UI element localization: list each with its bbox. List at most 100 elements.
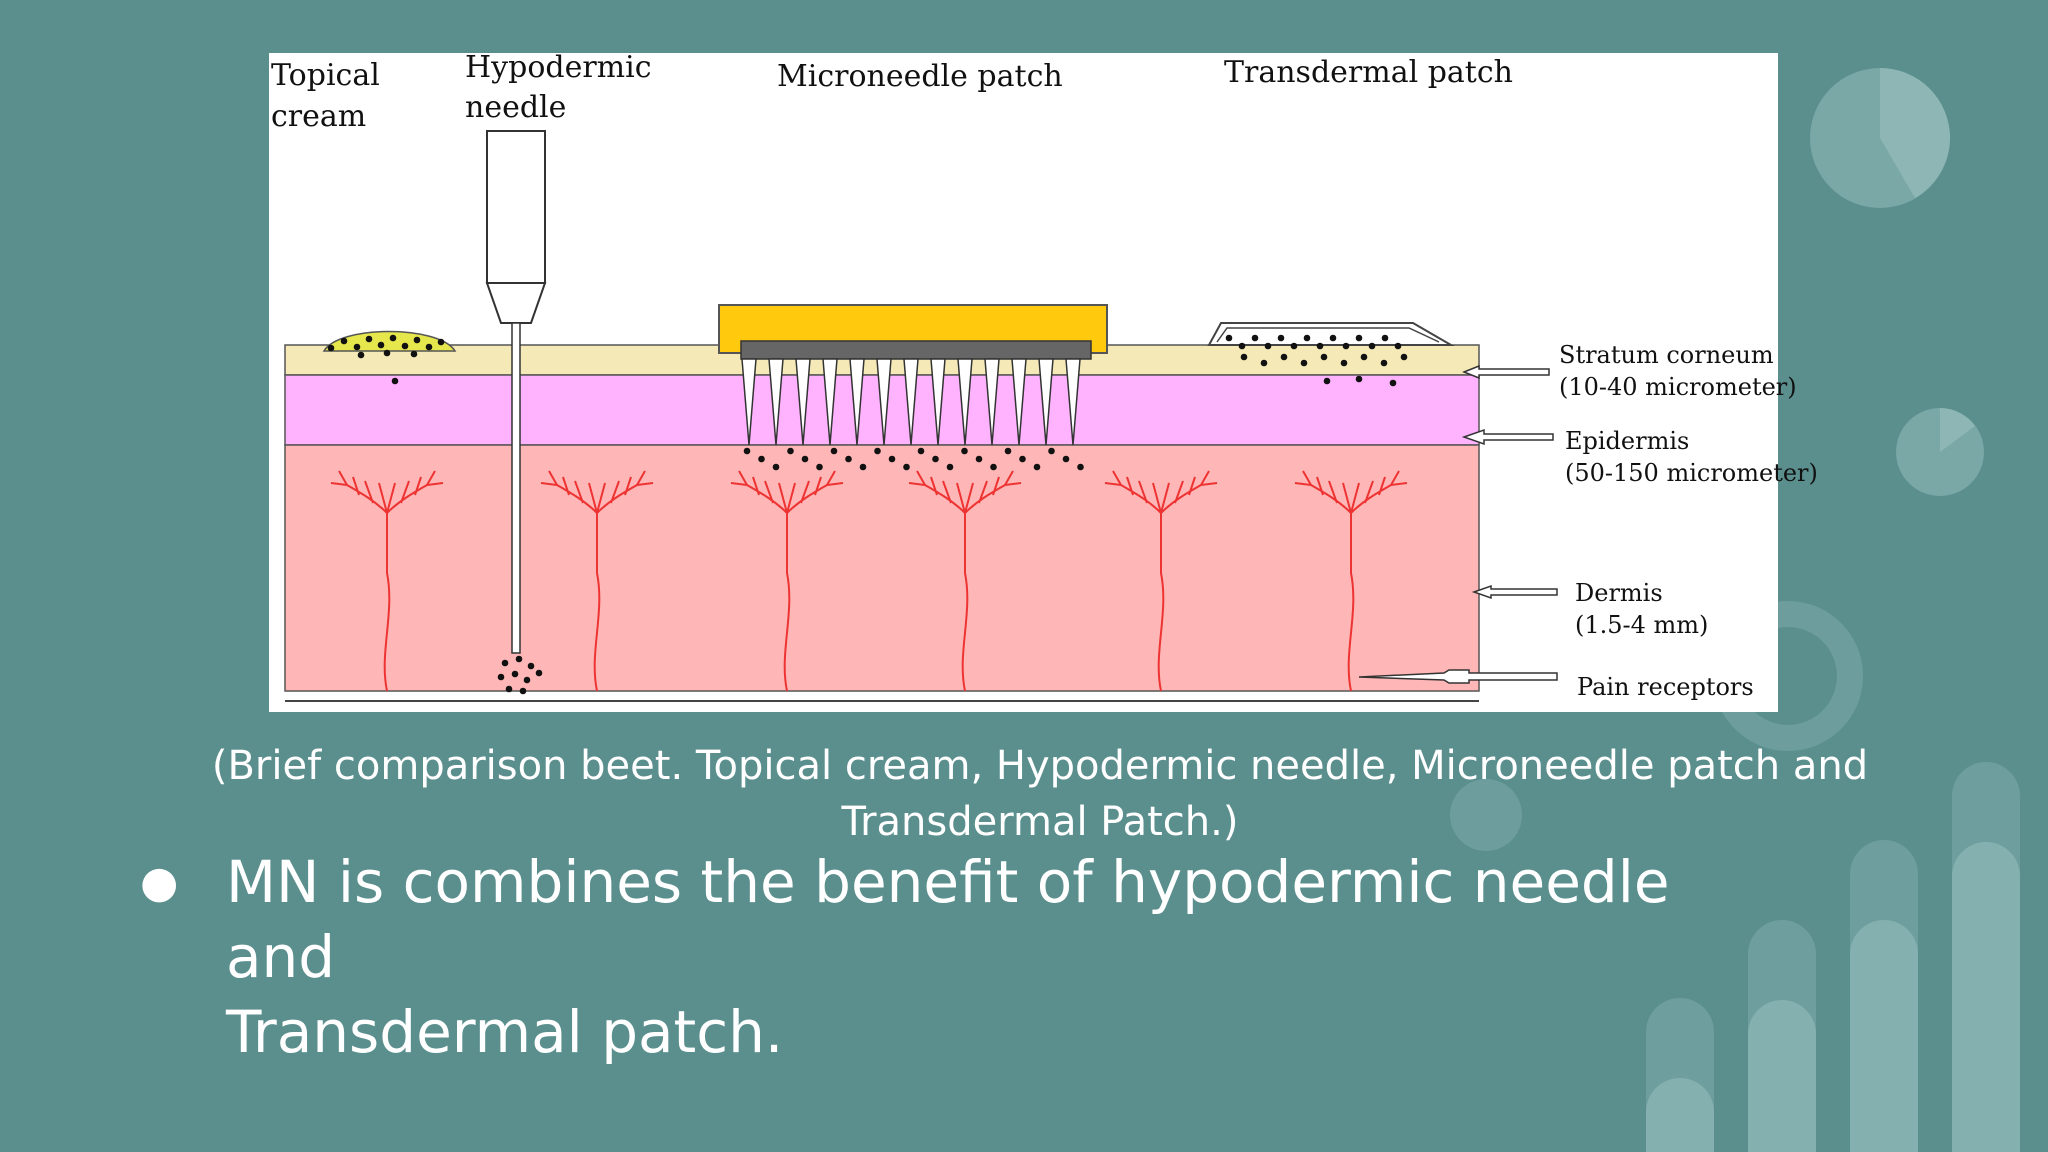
drug-particle xyxy=(391,377,399,385)
drug-particle xyxy=(1240,353,1248,361)
drug-particle xyxy=(1381,334,1389,342)
drug-particle xyxy=(1389,379,1397,387)
drug-particle xyxy=(519,687,527,695)
pointer-arrows xyxy=(1358,364,1558,684)
drug-particle xyxy=(1355,334,1363,342)
pain-receptor xyxy=(1294,470,1408,692)
drug-particle xyxy=(1251,334,1259,342)
drug-particle xyxy=(1048,447,1055,455)
microneedle xyxy=(795,358,811,446)
drug-particle xyxy=(888,455,896,463)
label-topical-cream-line2: cream xyxy=(271,99,366,134)
drug-particle xyxy=(365,335,373,343)
bullet-line-1: MN is combines the benefit of hypodermic… xyxy=(226,848,1670,991)
drug-particle xyxy=(845,455,852,463)
drug-particle xyxy=(425,343,433,351)
drug-particle xyxy=(1077,463,1084,471)
drug-particle xyxy=(511,670,519,678)
label-topical-cream: Topical xyxy=(271,58,380,93)
drug-particle xyxy=(1019,455,1026,463)
label-transdermal-patch: Transdermal patch xyxy=(1224,55,1513,90)
label-stratum-corneum: Stratum corneum xyxy=(1559,341,1774,369)
drug-particle xyxy=(505,685,513,693)
drug-particle xyxy=(535,669,543,677)
pie-decoration-large xyxy=(1810,68,1950,208)
drug-particle xyxy=(389,334,397,342)
drug-particle xyxy=(1380,359,1388,367)
microneedle xyxy=(903,358,919,446)
label-hypodermic-needle: Hypodermic xyxy=(465,50,652,85)
drug-particle xyxy=(1277,334,1285,342)
drug-particle xyxy=(772,463,780,471)
drug-particle xyxy=(874,447,881,455)
drug-particle xyxy=(501,659,509,667)
drug-particle xyxy=(327,344,335,352)
drug-particle xyxy=(758,455,765,463)
drug-particle xyxy=(975,455,983,463)
bullet-line-2: Transdermal patch. xyxy=(226,998,784,1066)
microneedle xyxy=(1038,358,1054,446)
drug-particle xyxy=(1342,342,1350,350)
drug-particle xyxy=(816,463,823,471)
drug-particle xyxy=(1300,359,1308,367)
microneedle-array xyxy=(741,358,1081,446)
arrow-stratum-corneum xyxy=(1461,364,1550,380)
drug-particle xyxy=(1280,353,1288,361)
drug-particle xyxy=(859,463,867,471)
drug-particle xyxy=(377,341,385,349)
microneedle-drug-particles xyxy=(743,447,1084,471)
drug-particle xyxy=(743,447,751,455)
microneedle xyxy=(930,358,946,446)
microneedle xyxy=(822,358,838,446)
drug-particle xyxy=(357,351,365,359)
drug-particle xyxy=(1360,353,1368,361)
drug-particle xyxy=(523,676,531,684)
transdermal-drug-particles xyxy=(1225,334,1408,387)
drug-particle xyxy=(1290,342,1298,350)
caption-line-2: Transdermal Patch.) xyxy=(841,799,1239,845)
drug-particle xyxy=(1355,375,1363,383)
drug-particle xyxy=(787,447,794,455)
label-microneedle-patch: Microneedle patch xyxy=(777,59,1063,94)
skin-delivery-diagram: Topical cream Hypodermic needle Micronee… xyxy=(269,50,1818,712)
label-dermis: Dermis xyxy=(1575,579,1663,607)
arrow-pain-receptors xyxy=(1358,669,1558,684)
drug-particle xyxy=(1004,447,1012,455)
label-pain-receptors: Pain receptors xyxy=(1577,673,1754,701)
drug-particle xyxy=(1329,334,1337,342)
cream-drug-particles xyxy=(327,334,445,385)
pain-receptors xyxy=(330,470,1408,692)
microneedle xyxy=(984,358,1000,446)
drug-particle xyxy=(437,338,445,346)
arrow-epidermis xyxy=(1461,428,1554,446)
label-epidermis-thickness: (50-150 micrometer) xyxy=(1565,459,1818,487)
microneedle xyxy=(1011,358,1027,446)
drug-particle xyxy=(353,343,361,351)
pain-receptor xyxy=(730,470,844,692)
arrow-dermis xyxy=(1471,584,1558,600)
drug-particle xyxy=(1238,342,1246,350)
label-hypodermic-needle-line2: needle xyxy=(465,90,566,125)
pain-receptor xyxy=(540,470,654,692)
drug-particle xyxy=(413,336,421,344)
drug-particle xyxy=(903,463,910,471)
pie-decoration-small xyxy=(1896,408,1984,496)
dermis-layer xyxy=(284,444,1480,692)
drug-particle xyxy=(383,349,391,357)
drug-particle xyxy=(917,447,925,455)
drug-particle xyxy=(1260,359,1268,367)
pain-receptor xyxy=(908,470,1022,692)
microneedle xyxy=(1065,358,1081,446)
drug-particle xyxy=(1303,334,1311,342)
drug-particle xyxy=(1316,342,1324,350)
bullet-text: MN is combines the benefit of hypodermic… xyxy=(226,845,1696,1070)
hypodermic-needle xyxy=(485,130,547,654)
drug-particle xyxy=(990,463,997,471)
drug-particle xyxy=(1225,334,1233,342)
drug-particle xyxy=(961,447,968,455)
bar-decoration-highlight xyxy=(1646,842,2020,1152)
microneedle xyxy=(768,358,784,446)
label-dermis-thickness: (1.5-4 mm) xyxy=(1575,611,1708,639)
figure-caption: (Brief comparison beet. Topical cream, H… xyxy=(200,738,1880,850)
